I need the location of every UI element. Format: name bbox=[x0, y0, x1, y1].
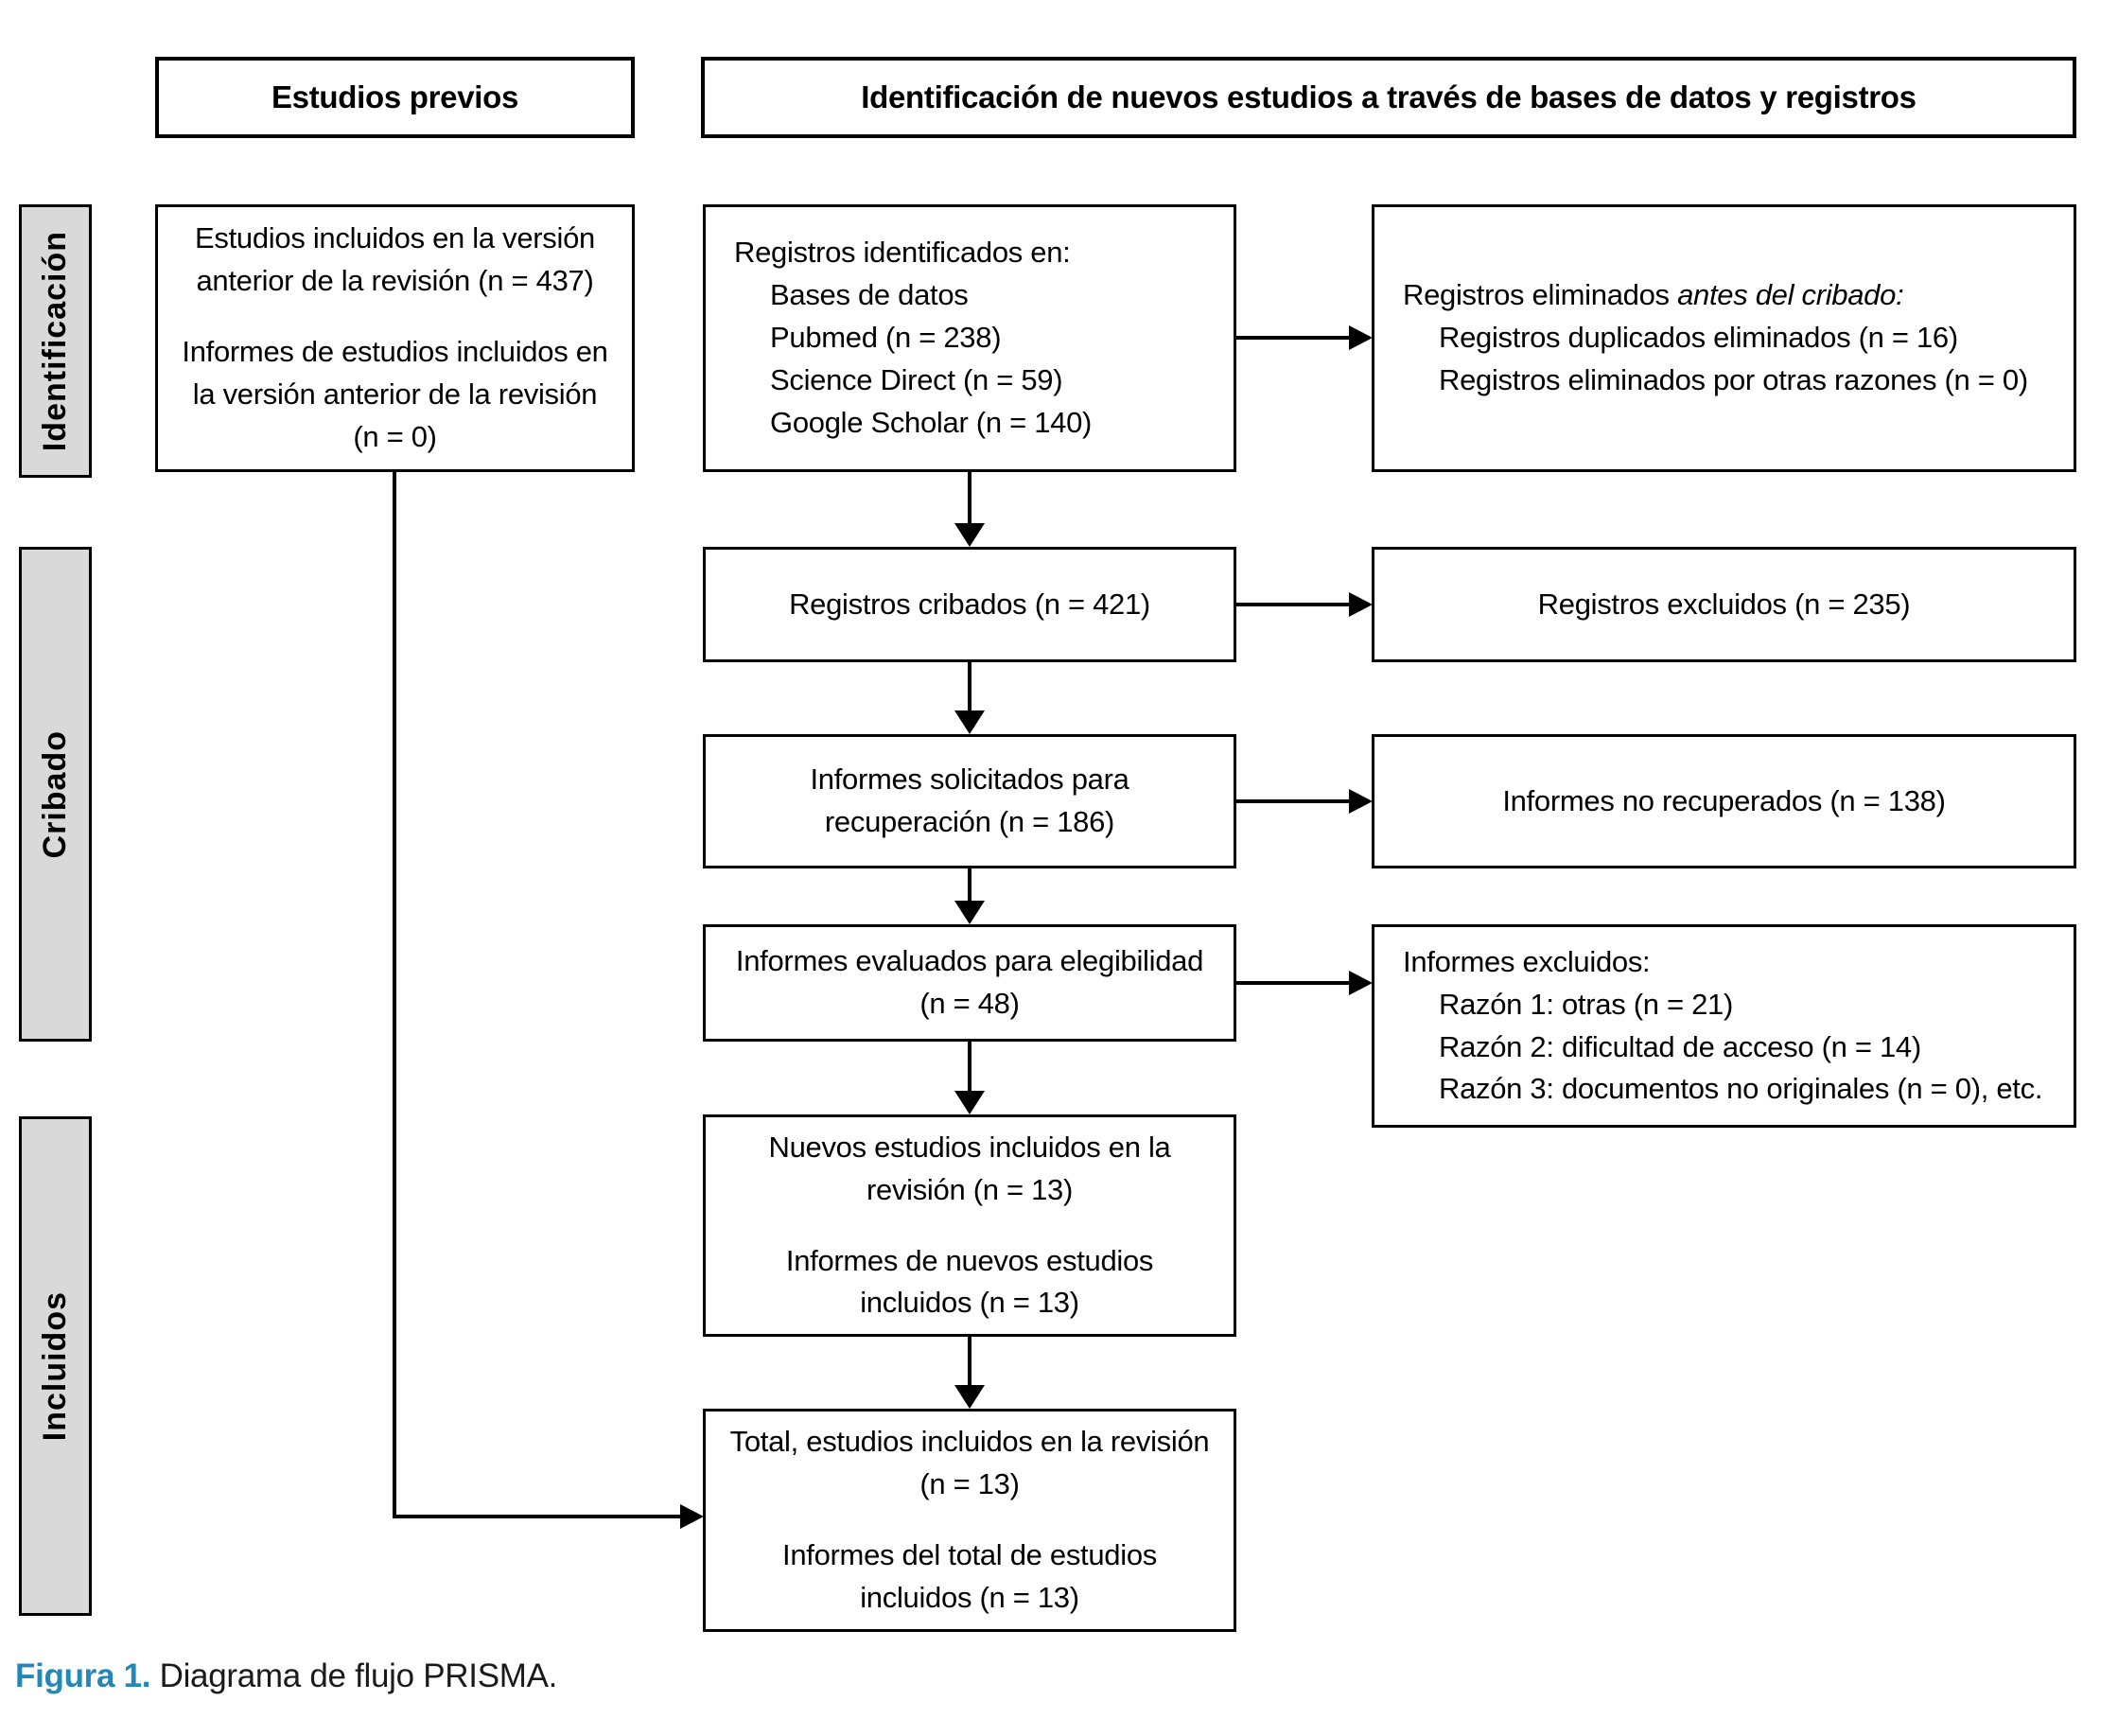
box-records-excluded: Registros excluidos (n = 235) bbox=[1372, 547, 2076, 662]
records-removed-item: Registros eliminados por otras razones (… bbox=[1439, 362, 2028, 396]
total-studies-included-line1: Total, estudios incluidos en la revisión… bbox=[729, 1425, 1210, 1501]
box-records-identified: Registros identificados en: Bases de dat… bbox=[703, 204, 1236, 472]
branch-previous-to-total-vertical-line bbox=[393, 472, 396, 1518]
header-new-studies-identification: Identificación de nuevos estudios a trav… bbox=[701, 57, 2076, 138]
arrow-assessed-to-reportsexcluded-head bbox=[1349, 971, 1373, 995]
box-records-removed: Registros eliminados antes del cribado: … bbox=[1372, 204, 2076, 472]
arrow-screened-to-excluded-line bbox=[1236, 603, 1350, 606]
stage-label-included-text: Incluidos bbox=[37, 1290, 73, 1442]
box-total-studies-included: Total, estudios incluidos en la revisión… bbox=[703, 1409, 1236, 1632]
arrow-assessed-to-new-head bbox=[954, 1091, 985, 1114]
stage-label-screening-text: Cribado bbox=[37, 729, 73, 859]
stage-label-screening: Cribado bbox=[19, 547, 92, 1042]
branch-previous-to-total-horizontal-line bbox=[393, 1515, 681, 1518]
records-removed-title: Registros eliminados antes del cribado: bbox=[1403, 274, 2055, 317]
figure-caption: Figura 1. Diagrama de flujo PRISMA. bbox=[15, 1657, 557, 1695]
arrow-sought-to-notretrieved-line bbox=[1236, 799, 1350, 803]
figure-caption-label: Figura 1. bbox=[15, 1657, 151, 1694]
box-reports-sought: Informes solicitados para recuperación (… bbox=[703, 734, 1236, 868]
reports-excluded-reason: Razón 2: dificultad de acceso (n = 14) bbox=[1439, 1029, 1921, 1063]
arrow-sought-to-assessed-line bbox=[968, 868, 971, 903]
records-removed-title-regular: Registros eliminados bbox=[1403, 278, 1670, 312]
previous-studies-line1: Estudios incluidos en la versión anterio… bbox=[195, 221, 595, 298]
header-previous-studies: Estudios previos bbox=[155, 57, 635, 138]
branch-previous-to-total-head bbox=[680, 1504, 704, 1529]
records-identified-item: Google Scholar (n = 140) bbox=[770, 405, 1093, 439]
arrow-screened-to-excluded-head bbox=[1349, 592, 1373, 617]
records-removed-title-italic: antes del cribado: bbox=[1677, 278, 1904, 312]
header-previous-studies-label: Estudios previos bbox=[271, 79, 519, 114]
records-screened-text: Registros cribados (n = 421) bbox=[789, 587, 1150, 621]
arrow-new-to-total-line bbox=[968, 1337, 971, 1387]
figure-caption-text: Diagrama de flujo PRISMA. bbox=[159, 1657, 558, 1694]
box-previous-studies: Estudios incluidos en la versión anterio… bbox=[155, 204, 635, 472]
box-reports-not-retrieved: Informes no recuperados (n = 138) bbox=[1372, 734, 2076, 868]
arrow-identified-to-screened-line bbox=[968, 472, 971, 525]
records-identified-item: Pubmed (n = 238) bbox=[770, 321, 1002, 355]
records-identified-title: Registros identificados en: bbox=[734, 236, 1071, 270]
arrow-screened-to-sought-line bbox=[968, 662, 971, 712]
box-reports-excluded: Informes excluidos: Razón 1: otras (n = … bbox=[1372, 924, 2076, 1128]
arrow-new-to-total-head bbox=[954, 1385, 985, 1409]
previous-studies-line2: Informes de estudios incluidos en la ver… bbox=[182, 335, 608, 453]
arrow-identified-to-screened-head bbox=[954, 523, 985, 547]
arrow-identified-to-removed-head bbox=[1349, 325, 1373, 350]
box-new-studies-included: Nuevos estudios incluidos en la revisión… bbox=[703, 1114, 1236, 1337]
stage-label-identification: Identificación bbox=[19, 204, 92, 478]
stage-label-identification-text: Identificación bbox=[37, 230, 73, 452]
box-records-screened: Registros cribados (n = 421) bbox=[703, 547, 1236, 662]
new-studies-included-line1: Nuevos estudios incluidos en la revisión… bbox=[768, 1130, 1171, 1206]
stage-label-included: Incluidos bbox=[19, 1116, 92, 1616]
total-studies-included-line2: Informes del total de estudios incluidos… bbox=[782, 1538, 1157, 1614]
records-identified-item: Bases de datos bbox=[770, 278, 969, 312]
records-removed-item: Registros duplicados eliminados (n = 16) bbox=[1439, 321, 1958, 355]
header-new-studies-identification-label: Identificación de nuevos estudios a trav… bbox=[861, 79, 1917, 114]
reports-assessed-text: Informes evaluados para elegibilidad (n … bbox=[735, 944, 1204, 1020]
records-identified-item: Science Direct (n = 59) bbox=[770, 362, 1063, 396]
reports-excluded-reason: Razón 1: otras (n = 21) bbox=[1439, 987, 1734, 1021]
reports-sought-text: Informes solicitados para recuperación (… bbox=[810, 763, 1129, 838]
arrow-screened-to-sought-head bbox=[954, 710, 985, 734]
arrow-assessed-to-reportsexcluded-line bbox=[1236, 981, 1350, 985]
box-reports-assessed: Informes evaluados para elegibilidad (n … bbox=[703, 924, 1236, 1042]
reports-excluded-title: Informes excluidos: bbox=[1403, 944, 1651, 978]
reports-not-retrieved-text: Informes no recuperados (n = 138) bbox=[1502, 783, 1946, 817]
records-excluded-text: Registros excluidos (n = 235) bbox=[1537, 587, 1911, 621]
arrow-sought-to-notretrieved-head bbox=[1349, 789, 1373, 814]
reports-excluded-reason: Razón 3: documentos no originales (n = 0… bbox=[1439, 1072, 2043, 1106]
arrow-assessed-to-new-line bbox=[968, 1042, 971, 1093]
arrow-identified-to-removed-line bbox=[1236, 336, 1350, 340]
new-studies-included-line2: Informes de nuevos estudios incluidos (n… bbox=[785, 1243, 1154, 1320]
arrow-sought-to-assessed-head bbox=[954, 901, 985, 924]
